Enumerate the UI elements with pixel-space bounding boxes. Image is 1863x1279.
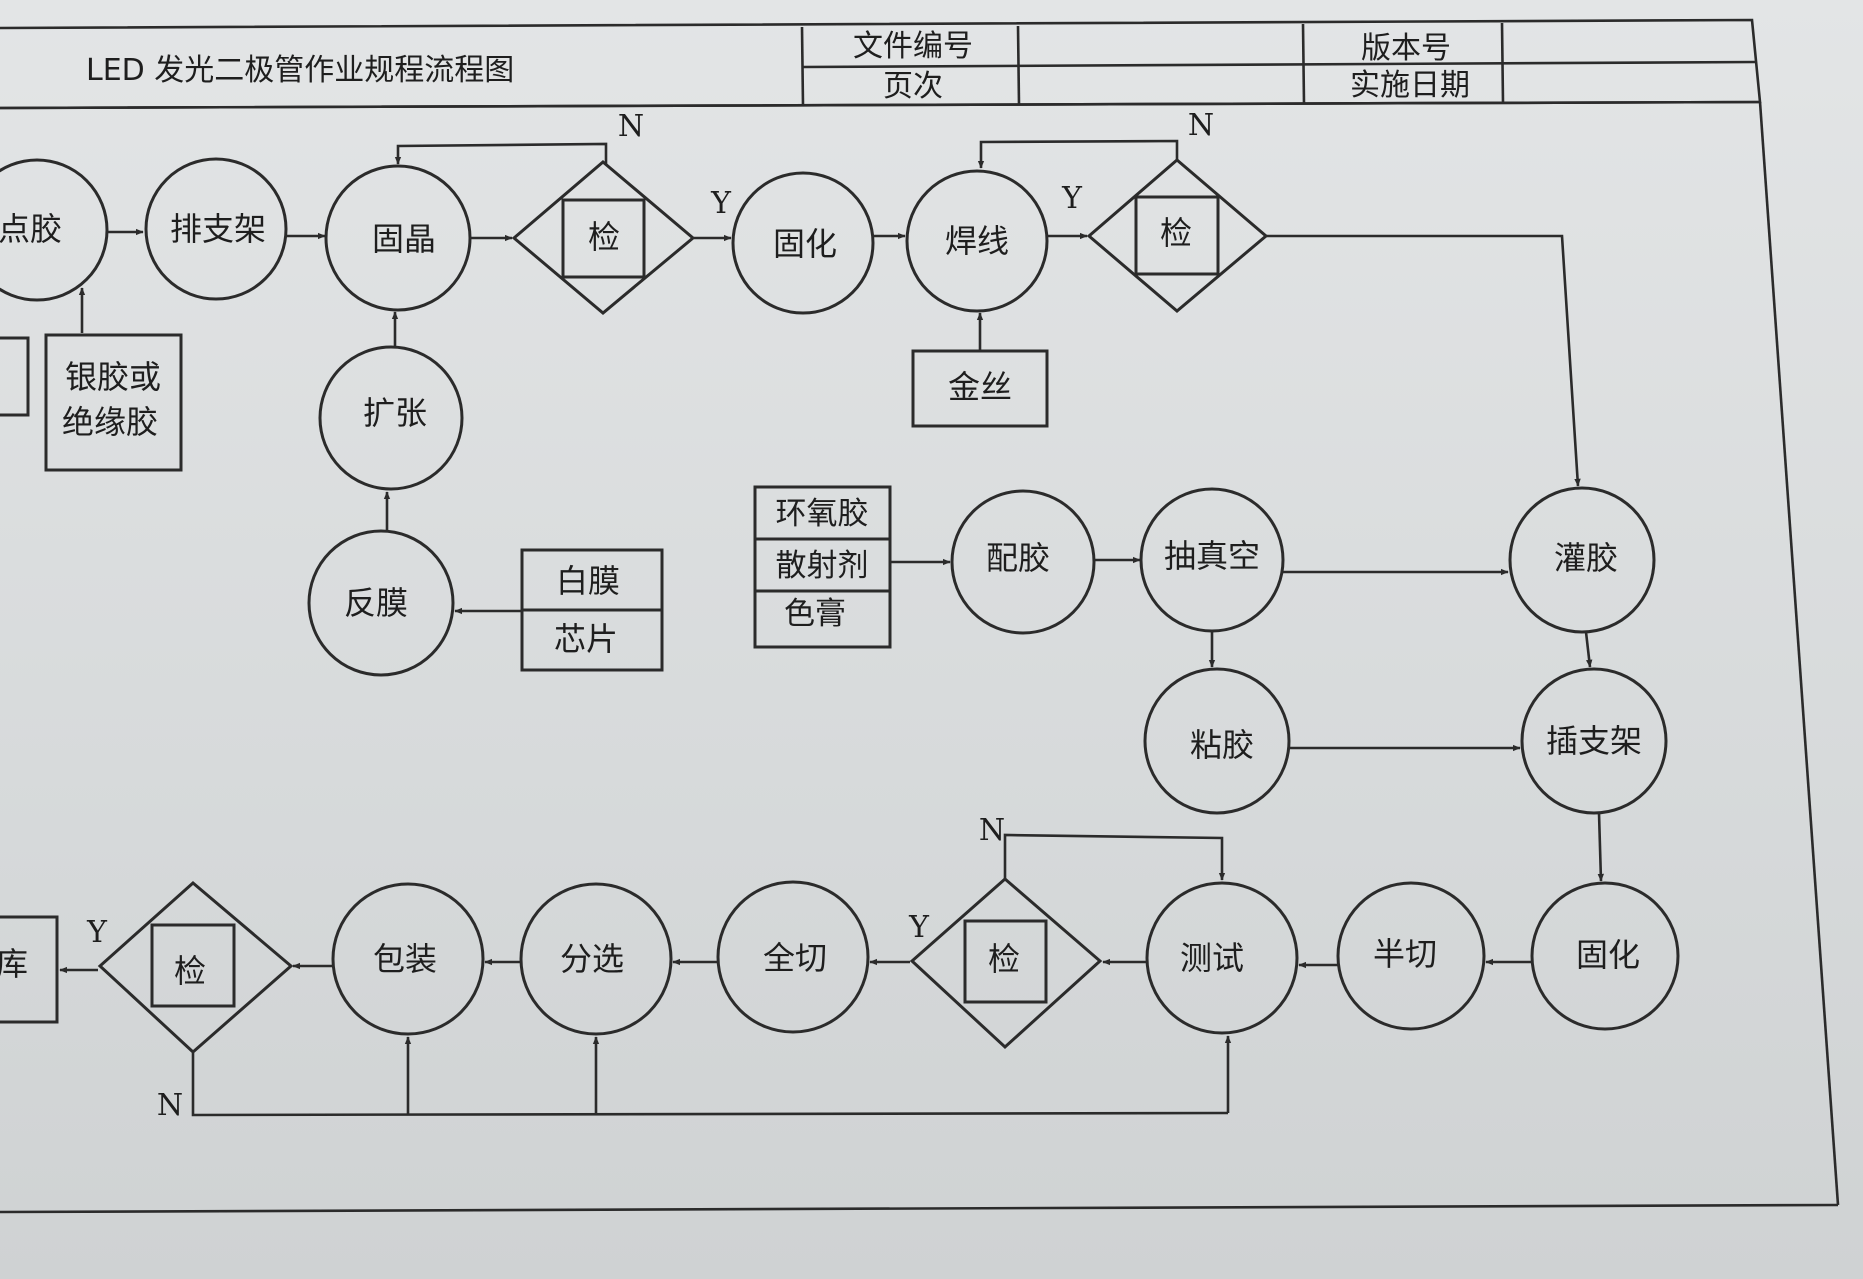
node-pack: 包装 <box>331 882 485 1036</box>
decision-check-1: 检 <box>511 160 696 315</box>
svg-text:插支架: 插支架 <box>1546 722 1642 760</box>
svg-text:检: 检 <box>174 952 206 990</box>
check4-no-label: N <box>157 1088 183 1123</box>
page-no-label: 页次 <box>883 69 943 104</box>
svg-text:半切: 半切 <box>1373 935 1437 973</box>
node-vacuum: 抽真空 <box>1139 487 1285 633</box>
outer-frame <box>0 101 1840 1214</box>
svg-text:灌胶: 灌胶 <box>1554 539 1618 577</box>
node-half-cut: 半切 <box>1336 881 1486 1031</box>
svg-text:固化: 固化 <box>773 225 837 263</box>
svg-text:测试: 测试 <box>1180 939 1244 977</box>
node-frame-arrange: 排支架 <box>144 157 288 301</box>
decision-check-2: 检 <box>1086 158 1269 313</box>
svg-text:分选: 分选 <box>560 940 624 978</box>
svg-text:银胶或: 银胶或 <box>65 358 161 396</box>
decision-labels: N Y N Y N Y Y N <box>86 108 1214 1123</box>
node-insert-frame: 插支架 <box>1520 667 1668 815</box>
svg-text:检: 检 <box>588 218 620 256</box>
svg-text:芯片: 芯片 <box>554 620 618 658</box>
svg-text:金丝: 金丝 <box>948 368 1012 406</box>
check3-yes-label: Y <box>908 910 930 945</box>
svg-text:白膜: 白膜 <box>556 562 620 600</box>
header-table: LED 发光二极管作业规程流程图 文件编号 页次 版本号 实施日期 <box>0 18 1762 110</box>
page-title: LED 发光二极管作业规程流程图 <box>86 53 514 88</box>
version-label: 版本号 <box>1361 31 1451 66</box>
svg-text:抽真空: 抽真空 <box>1164 537 1260 575</box>
decision-check-4: 检 <box>97 881 294 1055</box>
connectors <box>59 139 1604 1117</box>
svg-text:包装: 包装 <box>373 940 437 978</box>
node-test: 测试 <box>1145 881 1299 1035</box>
node-full-cut: 全切 <box>716 880 870 1034</box>
svg-text:点胶: 点胶 <box>0 210 62 248</box>
check1-no-label: N <box>618 109 644 144</box>
svg-text:绝缘胶: 绝缘胶 <box>62 403 158 441</box>
node-sort: 分选 <box>519 882 673 1036</box>
node-wire-bond: 焊线 <box>905 169 1049 313</box>
svg-text:焊线: 焊线 <box>945 222 1009 260</box>
svg-text:全切: 全切 <box>763 939 827 977</box>
node-die-bond: 固晶 <box>324 164 472 312</box>
svg-text:扩张: 扩张 <box>363 394 427 432</box>
doc-no-label: 文件编号 <box>853 29 973 64</box>
svg-text:配胶: 配胶 <box>986 539 1050 577</box>
svg-text:库: 库 <box>0 945 28 983</box>
node-dispense: 点胶 <box>0 158 109 302</box>
material-gold-wire: 金丝 <box>911 349 1049 428</box>
svg-text:检: 检 <box>1160 214 1192 252</box>
svg-text:散射剂: 散射剂 <box>776 548 869 584</box>
check4-yes-label: Y <box>86 915 108 950</box>
material-silver-insulating-glue: 银胶或 绝缘胶 <box>44 333 183 472</box>
node-stick-glue: 粘胶 <box>1143 667 1291 815</box>
svg-text:色膏: 色膏 <box>784 596 846 632</box>
svg-text:反膜: 反膜 <box>344 584 408 622</box>
node-cure-2: 固化 <box>1530 881 1680 1031</box>
node-mix-glue: 配胶 <box>950 489 1096 635</box>
node-store: 库 <box>0 915 59 1024</box>
svg-text:检: 检 <box>988 940 1020 978</box>
check3-no-label: N <box>979 813 1005 848</box>
effective-date-label: 实施日期 <box>1350 68 1470 103</box>
node-expand: 扩张 <box>318 345 464 491</box>
svg-text:排支架: 排支架 <box>170 210 266 248</box>
material-epoxy-stack: 环氧胶 散射剂 色膏 <box>753 485 892 649</box>
node-potting: 灌胶 <box>1508 486 1656 634</box>
check2-yes-label: Y <box>1061 181 1083 216</box>
svg-text:固晶: 固晶 <box>372 220 436 258</box>
svg-text:粘胶: 粘胶 <box>1190 726 1254 764</box>
check1-yes-label: Y <box>710 186 732 221</box>
check2-no-label: N <box>1188 108 1214 143</box>
node-reverse-film: 反膜 <box>307 529 455 677</box>
svg-text:环氧胶: 环氧胶 <box>776 496 869 532</box>
material-white-film-chip: 白膜 芯片 <box>520 548 664 672</box>
node-cure-1: 固化 <box>731 171 875 315</box>
material-box-left-partial <box>0 336 30 417</box>
svg-text:固化: 固化 <box>1576 936 1640 974</box>
decision-check-3: 检 <box>909 877 1103 1050</box>
